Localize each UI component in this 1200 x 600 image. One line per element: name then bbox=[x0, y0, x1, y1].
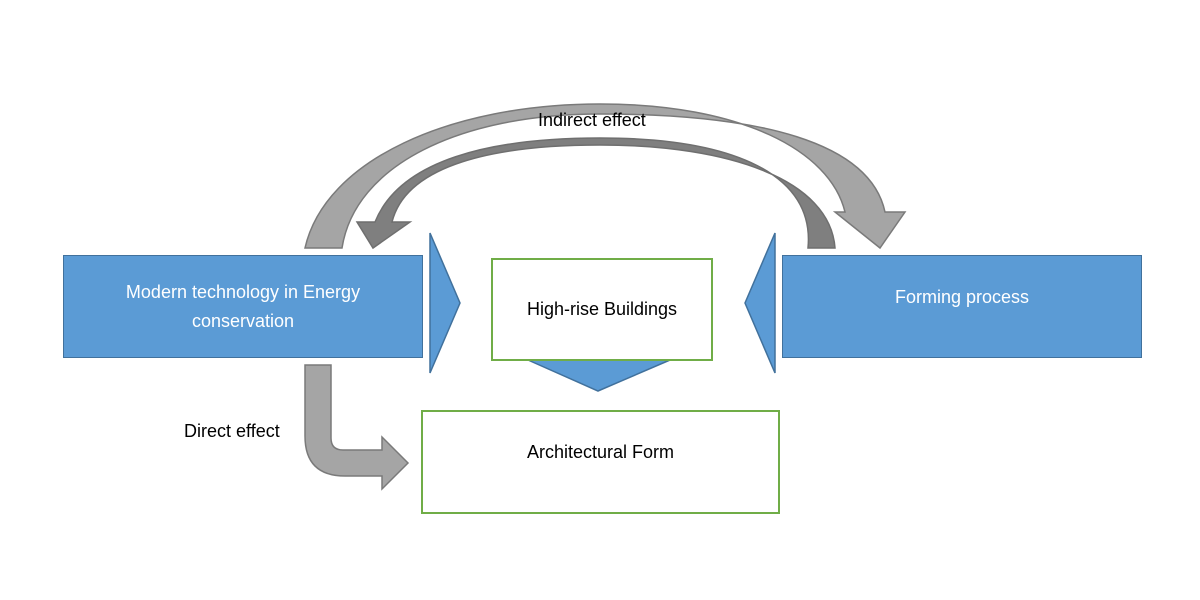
energy-technology-label: Modern technology in Energy conservation bbox=[125, 281, 361, 331]
direct-effect-label: Direct effect bbox=[184, 421, 280, 441]
indirect-arrow-to-energy-tech bbox=[355, 137, 836, 250]
forming-process-label: Forming process bbox=[894, 287, 1030, 307]
forming-process-box: Forming process bbox=[782, 255, 1142, 358]
direct-effect-arrow bbox=[304, 364, 410, 491]
high-rise-buildings-box: High-rise Buildings bbox=[491, 258, 713, 361]
left-pointing-triangle bbox=[744, 232, 776, 374]
right-pointing-triangle bbox=[429, 232, 461, 374]
architectural-form-label: Architectural Form bbox=[526, 441, 675, 462]
high-rise-buildings-label: High-rise Buildings bbox=[526, 299, 678, 319]
energy-technology-box: Modern technology in Energy conservation bbox=[63, 255, 423, 358]
indirect-arrow-to-forming-process bbox=[304, 103, 907, 250]
down-pointing-triangle bbox=[527, 359, 671, 392]
architectural-form-box: Architectural Form bbox=[421, 410, 780, 514]
indirect-effect-label: Indirect effect bbox=[538, 110, 646, 130]
